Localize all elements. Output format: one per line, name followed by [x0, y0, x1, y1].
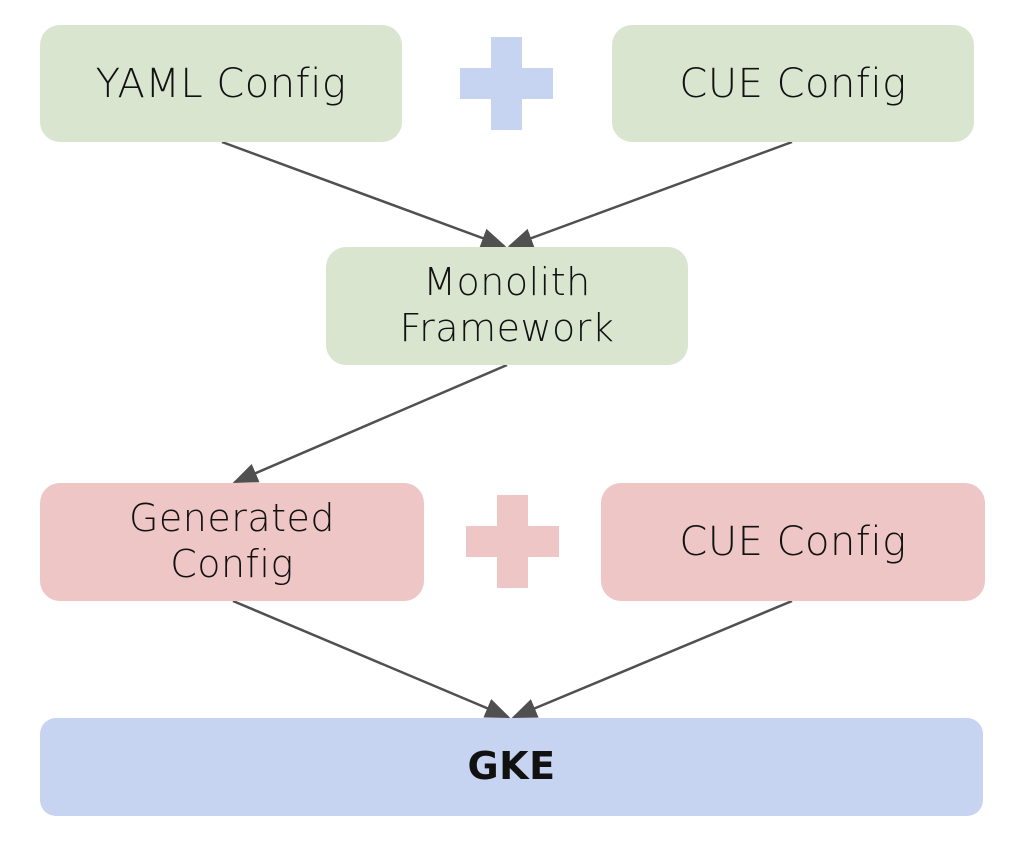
node-monolith-framework: Monolith Framework [326, 247, 688, 365]
edge-monolith-to-generated [232, 363, 508, 484]
node-label-line2: Framework [399, 306, 615, 350]
node-yaml-config: YAML Config [40, 25, 402, 142]
node-label-line2: Config [170, 542, 294, 586]
plus-icon [460, 37, 553, 130]
node-cue-config-top: CUE Config [612, 25, 974, 142]
edge-cue-to-monolith [507, 140, 793, 248]
plus-icon [466, 495, 559, 588]
node-cue-config-bottom: CUE Config [601, 483, 985, 601]
node-label: GKE [467, 744, 556, 789]
edge-yaml-to-monolith [221, 140, 507, 248]
edge-generated-to-gke [232, 599, 511, 719]
node-generated-config: Generated Config [40, 483, 424, 601]
node-label: YAML Config [95, 60, 347, 107]
edge-cue-to-gke [511, 599, 793, 719]
node-label-line1: Generated [128, 496, 336, 541]
node-label: CUE Config [679, 519, 907, 565]
node-label-line1: Monolith [423, 260, 591, 305]
node-gke: GKE [40, 718, 983, 816]
node-label: CUE Config [679, 60, 907, 107]
